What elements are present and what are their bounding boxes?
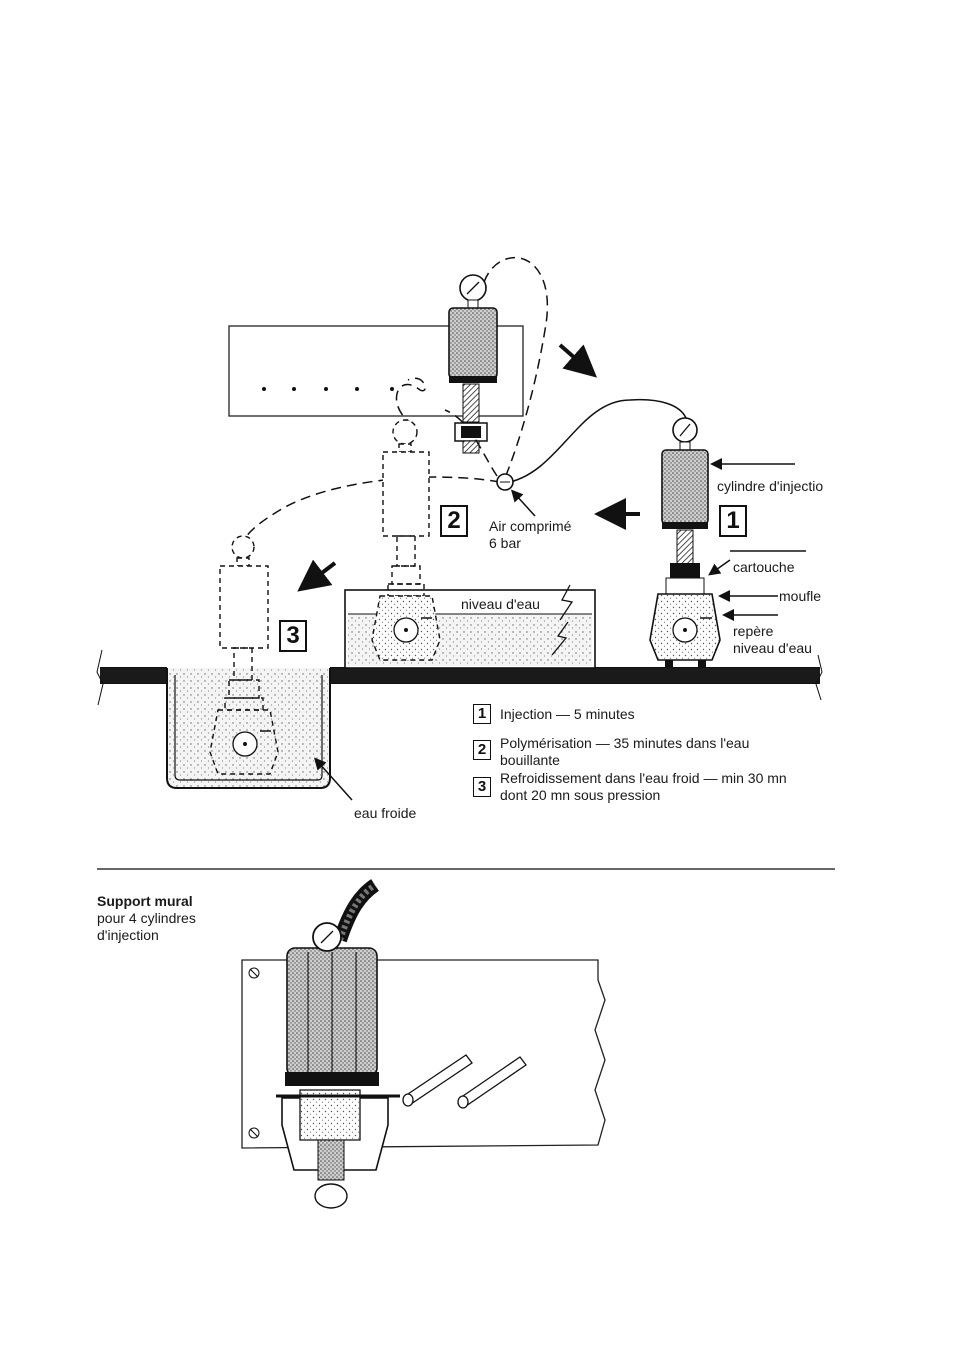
legend-text-3b: dont 20 mn sous pression (500, 787, 661, 803)
legend-number-1: 1 (473, 704, 491, 724)
stage-number-1: 1 (719, 505, 747, 537)
label-cartouche: cartouche (733, 559, 795, 575)
label-niveau-eau-right: niveau d'eau (733, 640, 812, 656)
air-hoses (241, 256, 548, 546)
stage-number-2: 2 (440, 505, 468, 537)
legend-number-3: 3 (473, 777, 491, 797)
label-eau-froide: eau froide (354, 805, 417, 821)
support-line2: pour 4 cylindres (97, 910, 196, 926)
label-air-comprime: Air comprimé (489, 518, 572, 534)
label-moufle: moufle (779, 588, 822, 604)
label-air-pressure: 6 bar (489, 535, 521, 551)
label-niveau-eau: niveau d'eau (461, 596, 540, 612)
wall-support-illustration (241, 879, 606, 1209)
legend-text-2a: Polymérisation — 35 minutes dans l'eau (500, 735, 750, 751)
legend-text-2b: bouillante (500, 752, 560, 768)
stage3-dashed-cylinder (209, 535, 279, 775)
label-cylinder: cylindre d'injectio (717, 478, 824, 494)
legend-number-2: 2 (473, 740, 491, 760)
wall-mounted-cylinder (448, 274, 498, 454)
stage1-injection-cylinder (649, 417, 721, 668)
stage-number-3: 3 (279, 620, 307, 652)
legend-text-1: Injection — 5 minutes (500, 706, 635, 722)
legend-text-3a: Refroidissement dans l'eau froid — min 3… (500, 770, 787, 786)
cold-water-bath (166, 668, 331, 789)
support-title: Support mural (97, 893, 193, 909)
label-pointers (313, 458, 806, 801)
arrow-icon (297, 343, 640, 592)
support-line3: d'injection (97, 927, 159, 943)
air-hose-solid (509, 398, 687, 483)
stage2-dashed-cylinder (371, 419, 441, 661)
label-repere: repère (733, 623, 774, 639)
